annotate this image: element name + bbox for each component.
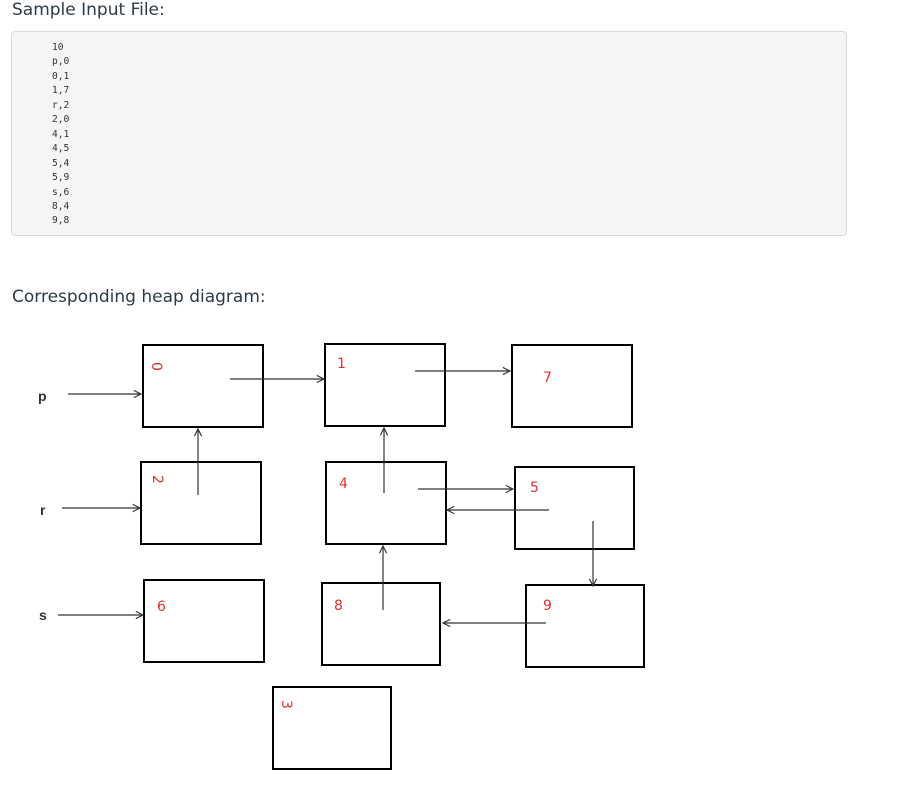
node-label-4: 4 <box>339 476 348 492</box>
node-box-9 <box>525 584 645 668</box>
pointer-label-s: s <box>39 607 47 623</box>
input-line: 4,1 <box>52 128 70 140</box>
input-line: 10 <box>52 42 64 53</box>
node-box-4 <box>325 461 447 545</box>
heap-diagram-heading: Corresponding heap diagram: <box>12 287 266 307</box>
node-box-7 <box>511 344 633 428</box>
node-box-0 <box>142 344 264 428</box>
input-line: r,2 <box>52 99 70 111</box>
node-label-8: 8 <box>334 598 343 614</box>
sample-input-heading: Sample Input File: <box>12 0 165 20</box>
node-box-2 <box>140 461 262 545</box>
input-line: 0,1 <box>52 70 70 82</box>
sample-input-lines: 10 p,0 0,1 1,7 r,2 2,0 4,1 4,5 5,4 5,9 s,6 8,4 9,8 <box>52 41 69 229</box>
node-box-3 <box>272 686 392 770</box>
node-label-0: 0 <box>148 362 164 371</box>
node-label-9: 9 <box>543 598 552 614</box>
input-line: 5,4 <box>52 157 70 169</box>
node-label-2: 2 <box>149 475 165 484</box>
input-line: s,6 <box>52 186 70 198</box>
input-line: 1,7 <box>52 85 70 97</box>
input-line: p,0 <box>52 56 70 68</box>
pointer-label-p: p <box>38 388 47 404</box>
sample-input-code-block: 10 p,0 0,1 1,7 r,2 2,0 4,1 4,5 5,4 5,9 s,6 8,4 9,8 <box>11 31 847 236</box>
input-line: 9,8 <box>52 215 70 227</box>
node-box-5 <box>514 466 635 550</box>
input-line: 5,9 <box>52 172 70 184</box>
node-label-6: 6 <box>157 599 166 615</box>
node-label-5: 5 <box>530 480 539 496</box>
node-box-8 <box>321 582 441 666</box>
node-box-1 <box>324 343 446 427</box>
input-line: 8,4 <box>52 200 70 212</box>
node-label-7: 7 <box>543 370 552 386</box>
pointer-label-r: r <box>40 502 46 518</box>
node-label-3: 3 <box>278 700 294 709</box>
input-line: 4,5 <box>52 143 70 155</box>
node-label-1: 1 <box>337 356 346 372</box>
input-line: 2,0 <box>52 114 70 126</box>
node-box-6 <box>143 579 265 663</box>
